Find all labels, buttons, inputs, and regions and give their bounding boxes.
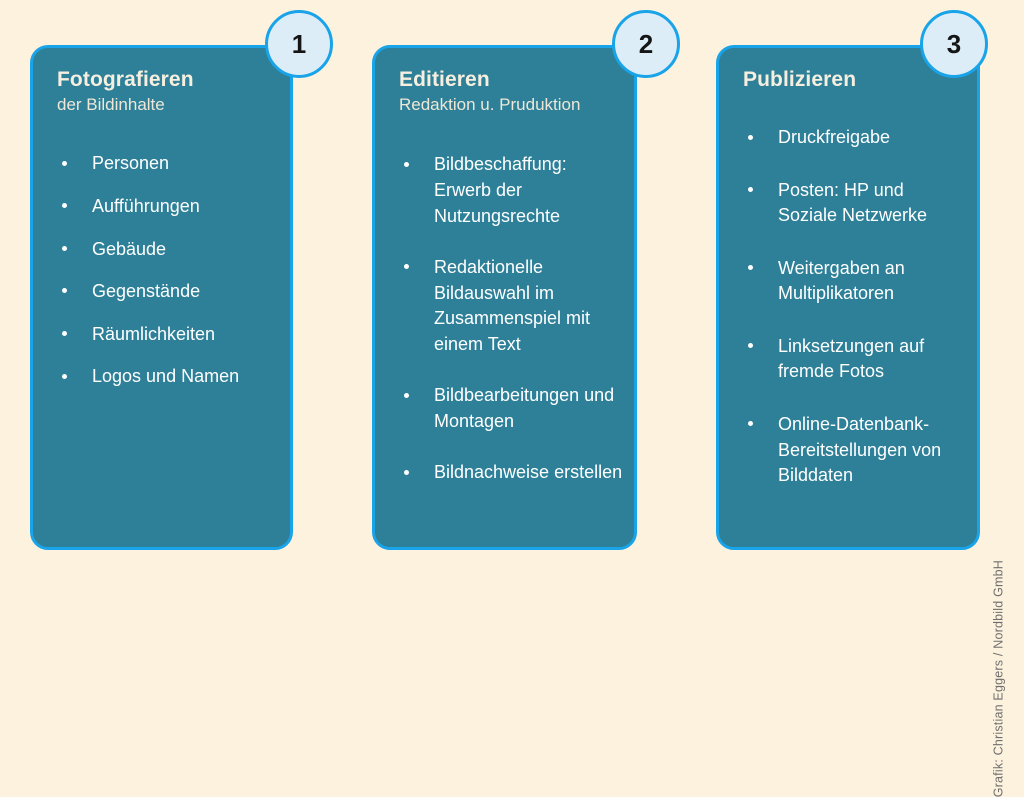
list-item-label: Räumlichkeiten: [92, 323, 216, 344]
card-content-3: Publizieren Druckfreigabe Posten: HP und…: [716, 45, 980, 550]
list-item-label: Personen: [92, 153, 170, 174]
bullet-list-1: Personen Aufführungen Gebäude Gegenständ…: [57, 151, 279, 389]
list-item: Posten: HP und Soziale Netzwerke: [743, 178, 966, 229]
card-content-1: Fotografieren der Bildinhalte Personen A…: [30, 45, 293, 550]
list-item: Gegenstände: [57, 279, 279, 305]
list-item: Bildnachweise erstellen: [399, 460, 623, 486]
card-subtitle-1: der Bildinhalte: [57, 95, 165, 115]
bullet-dot-icon: [748, 421, 753, 427]
bullet-list-3: Druckfreigabe Posten: HP und Soziale Net…: [743, 125, 966, 488]
list-item-label: Weitergaben an Multiplikatoren: [778, 257, 905, 304]
step-badge-1: 1: [265, 10, 333, 78]
card-background-2: [372, 45, 637, 550]
bullet-dot-icon: [748, 134, 753, 140]
list-item-label: Gebäude: [92, 238, 167, 259]
list-item-label: Linksetzungen auf fremde Fotos: [778, 335, 925, 382]
list-item: Weitergaben an Multiplikatoren: [743, 256, 966, 307]
list-item-label: Bildbeschaffung: Erwerb der Nutzungsrech…: [434, 154, 567, 226]
list-item-label: Aufführungen: [92, 195, 200, 216]
card-title-3: Publizieren: [743, 68, 857, 91]
card-content-2: Editieren Redaktion u. Pruduktion Bildbe…: [372, 45, 637, 550]
workflow-column-2: Editieren Redaktion u. Pruduktion Bildbe…: [372, 45, 637, 550]
bullet-dot-icon: [62, 160, 67, 166]
list-item: Bildbeschaffung: Erwerb der Nutzungsrech…: [399, 152, 623, 229]
list-item: Linksetzungen auf fremde Fotos: [743, 334, 966, 385]
credit-text: Grafik: Christian Eggers / Nordbild GmbH: [991, 560, 1005, 797]
bullet-dot-icon: [404, 161, 409, 167]
list-item-label: Bildbearbeitungen und Montagen: [434, 385, 615, 431]
list-item-label: Redaktionelle Bildauswahl im Zusammenspi…: [434, 257, 591, 354]
bullet-list-2: Bildbeschaffung: Erwerb der Nutzungsrech…: [399, 152, 623, 485]
step-badge-2: 2: [612, 10, 680, 78]
bullet-dot-icon: [404, 469, 409, 475]
bullet-dot-icon: [62, 373, 67, 379]
card-title-1: Fotografieren: [57, 68, 194, 91]
list-item: Aufführungen: [57, 194, 279, 220]
bullet-dot-icon: [748, 343, 753, 349]
card-background-3: [716, 45, 980, 550]
list-item-label: Logos und Namen: [92, 366, 240, 387]
list-item: Bildbearbeitungen und Montagen: [399, 383, 623, 434]
list-item-label: Online-Datenbank-Bereitstellungen von Bi…: [778, 414, 942, 486]
bullet-dot-icon: [404, 392, 409, 398]
list-item: Logos und Namen: [57, 364, 279, 390]
list-item: Redaktionelle Bildauswahl im Zusammenspi…: [399, 255, 623, 357]
bullet-dot-icon: [62, 330, 67, 336]
infographic-canvas: Fotografieren der Bildinhalte Personen A…: [30, 10, 1005, 797]
list-item-label: Bildnachweise erstellen: [434, 462, 623, 483]
list-item: Gebäude: [57, 237, 279, 263]
step-badge-3: 3: [920, 10, 988, 78]
bullet-dot-icon: [748, 265, 753, 271]
card-subtitle-2: Redaktion u. Pruduktion: [399, 95, 581, 115]
list-item: Druckfreigabe: [743, 125, 966, 151]
list-item-label: Gegenstände: [92, 281, 201, 302]
list-item: Räumlichkeiten: [57, 322, 279, 348]
card-title-2: Editieren: [399, 68, 490, 91]
bullet-dot-icon: [62, 288, 67, 294]
bullet-dot-icon: [62, 245, 67, 251]
workflow-column-3: Publizieren Druckfreigabe Posten: HP und…: [716, 45, 980, 550]
bullet-dot-icon: [748, 187, 753, 193]
list-item-label: Posten: HP und Soziale Netzwerke: [778, 179, 928, 226]
workflow-column-1: Fotografieren der Bildinhalte Personen A…: [30, 45, 293, 550]
list-item-label: Druckfreigabe: [778, 127, 891, 148]
list-item: Personen: [57, 151, 279, 177]
list-item: Online-Datenbank-Bereitstellungen von Bi…: [743, 412, 966, 489]
card-background-1: [30, 45, 293, 550]
bullet-dot-icon: [404, 264, 409, 270]
bullet-dot-icon: [62, 203, 67, 209]
